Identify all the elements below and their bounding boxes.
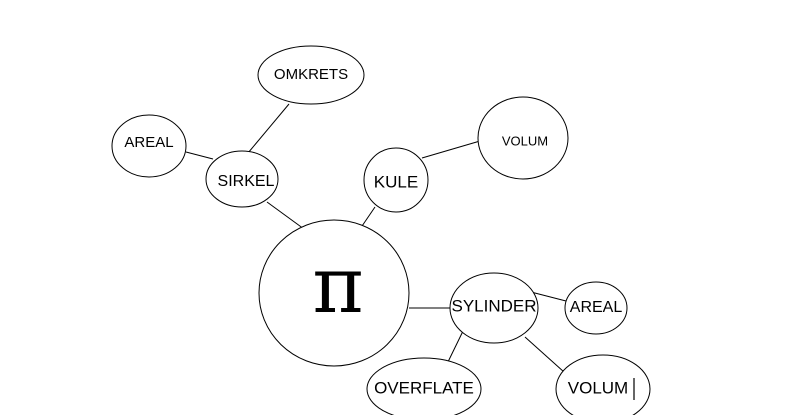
- pi-center-node: [258, 219, 410, 367]
- label-volum-bottom: VOLUM: [568, 378, 628, 397]
- node-sirkel: [205, 150, 279, 208]
- node-areal-right: [564, 281, 628, 335]
- pi-symbol: π: [312, 241, 363, 331]
- edge-sirkel-omkrets: [247, 103, 290, 154]
- node-volum-bottom: [555, 354, 651, 420]
- label-sylinder: SYLINDER: [451, 296, 536, 315]
- label-areal-left: AREAL: [124, 134, 173, 151]
- label-sirkel: SIRKEL: [218, 173, 275, 190]
- label-omkrets: OMKRETS: [274, 66, 348, 83]
- edge-sylinder-overflate: [445, 328, 465, 367]
- node-areal-left: [111, 114, 187, 178]
- node-sylinder: [449, 272, 539, 344]
- node-volum-top: [477, 96, 569, 180]
- label-overflate: OVERFLATE: [374, 378, 474, 397]
- edge-kule-volum: [421, 140, 481, 159]
- edge-pi-sirkel: [266, 201, 305, 230]
- node-kule: [363, 147, 429, 213]
- edge-sylinder-areal: [530, 291, 567, 302]
- label-areal-right: AREAL: [570, 299, 623, 316]
- label-kule: KULE: [374, 172, 418, 191]
- edge-sylinder-volum: [524, 336, 565, 373]
- node-omkrets: [257, 45, 365, 105]
- edge-sirkel-areal: [185, 151, 214, 160]
- node-overflate: [366, 357, 482, 420]
- label-volum-top: VOLUM: [502, 133, 548, 148]
